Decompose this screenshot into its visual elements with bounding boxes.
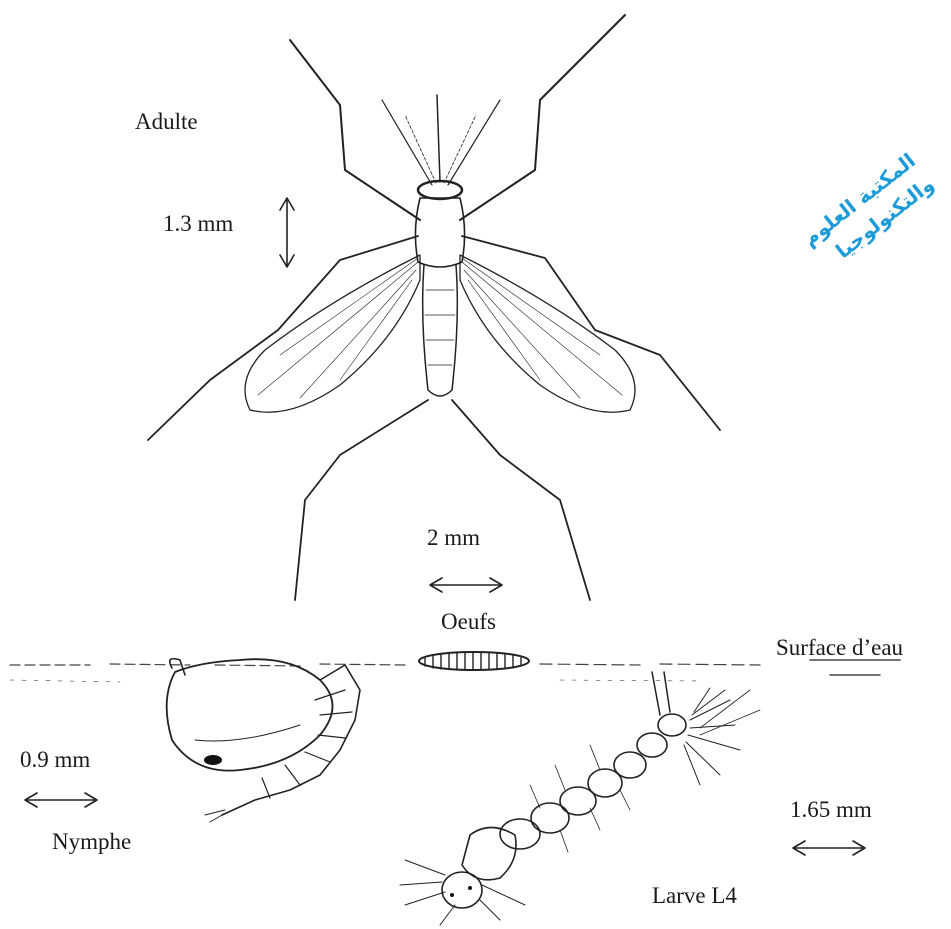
- pupa-size-arrow: [25, 793, 97, 807]
- pupa-label: Nymphe: [52, 830, 131, 853]
- adult-size-arrow: [280, 198, 294, 267]
- adult-size-label: 1.3 mm: [163, 212, 233, 235]
- larva-size-arrow: [793, 841, 865, 855]
- egg-raft-drawing: [419, 652, 529, 670]
- water-surface-label: Surface d’eau: [776, 636, 903, 659]
- pupa-size-label: 0.9 mm: [20, 748, 90, 771]
- egg-size-arrow: [430, 578, 502, 592]
- larva-size-label: 1.65 mm: [790, 798, 872, 821]
- adult-label: Adulte: [135, 110, 198, 133]
- eggs-label: Oeufs: [441, 610, 496, 633]
- larva-label: Larve L4: [652, 884, 737, 907]
- pupa-drawing: [167, 659, 360, 822]
- water-surface-line: [10, 660, 900, 682]
- adult-mosquito-drawing: [148, 15, 720, 600]
- egg-size-label: 2 mm: [427, 526, 480, 549]
